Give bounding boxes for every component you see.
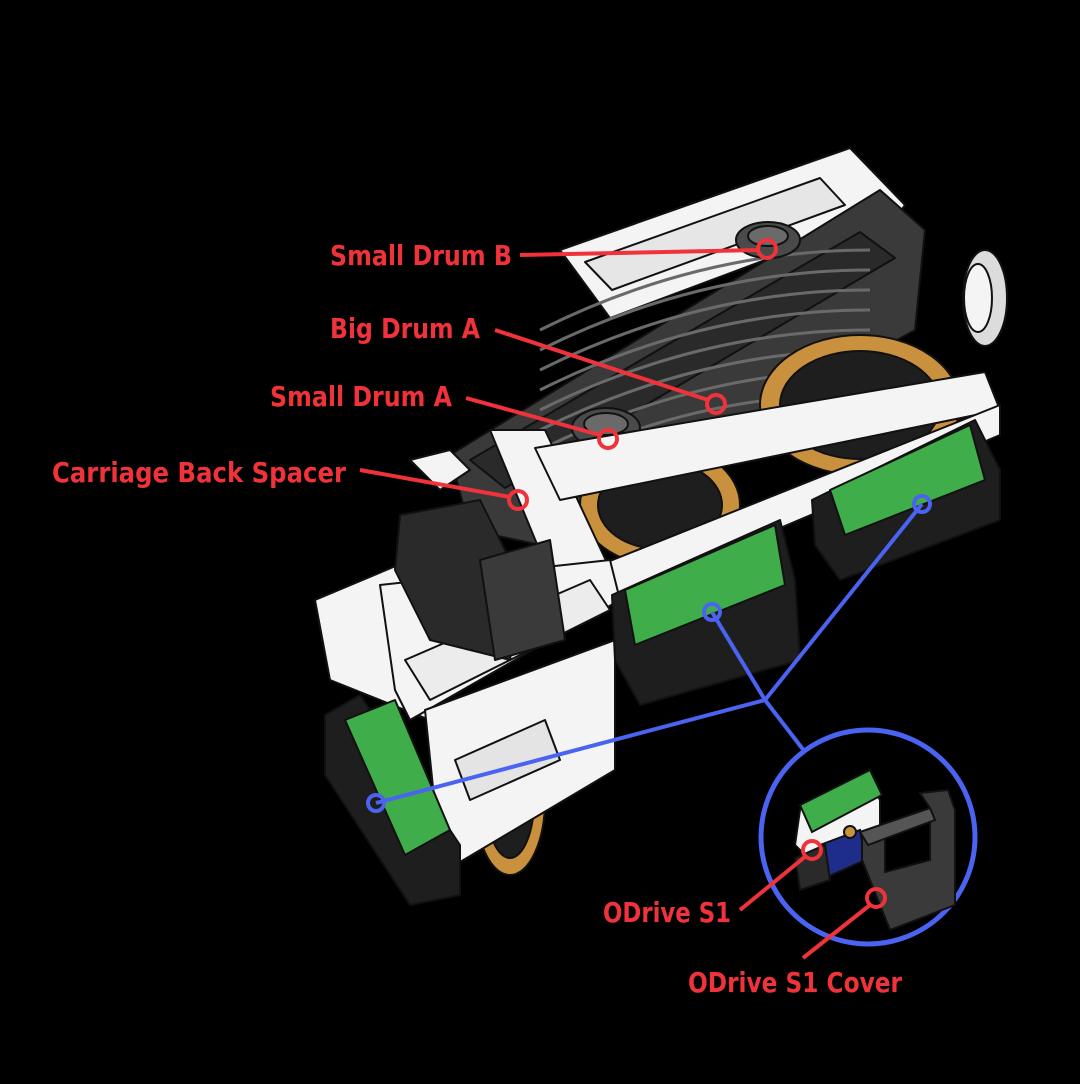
carriage-back-spacer-leader xyxy=(359,468,511,499)
part-labels: Small Drum B Big Drum A Small Drum A Car… xyxy=(52,238,902,999)
callout-dot-right xyxy=(912,494,932,514)
callout-dot-middle xyxy=(702,602,722,622)
label-carriage-back-spacer: Carriage Back Spacer xyxy=(52,456,529,511)
small-drum-a-marker xyxy=(597,428,619,450)
callout-leader-left xyxy=(375,698,766,805)
callout-leader-middle xyxy=(710,610,767,702)
left-motor-block xyxy=(394,499,566,661)
callout-leader-trunk xyxy=(763,698,807,754)
odrive-module-right xyxy=(811,419,1001,581)
label-small-drum-a: Small Drum A xyxy=(270,380,619,450)
small-drum-b-marker xyxy=(756,238,778,260)
small-drum-b-text: Small Drum B xyxy=(330,239,512,272)
small-drum-a-text: Small Drum A xyxy=(270,380,452,413)
carriage-back-spacer-text: Carriage Back Spacer xyxy=(52,456,346,489)
odrive-s1-cover-leader xyxy=(801,903,872,960)
label-small-drum-b: Small Drum B xyxy=(330,238,778,272)
carriage-back-spacer-marker xyxy=(507,489,529,511)
callout-leader-right xyxy=(763,502,924,702)
label-odrive-s1-cover: ODrive S1 Cover xyxy=(688,887,902,999)
small-drum-a-leader xyxy=(465,396,601,437)
big-drum-a-leader xyxy=(494,328,709,402)
big-drum-a-marker xyxy=(705,393,727,415)
big-drum-a-text: Big Drum A xyxy=(330,312,480,345)
small-drum-b-leader xyxy=(519,248,759,257)
callout-dot-left xyxy=(366,793,386,813)
odrive-s1-marker xyxy=(801,839,823,861)
right-end-disc xyxy=(962,249,1008,347)
odrive-s1-text: ODrive S1 xyxy=(603,896,731,929)
assembly-render xyxy=(314,147,1008,906)
label-odrive-s1: ODrive S1 xyxy=(603,839,823,929)
odrive-s1-cover-marker xyxy=(865,887,887,909)
left-end-bracket xyxy=(409,449,471,491)
odrive-s1-leader xyxy=(738,854,808,912)
label-big-drum-a: Big Drum A xyxy=(330,312,727,415)
odrive-s1-cover-text: ODrive S1 Cover xyxy=(688,966,902,999)
odrive-callout xyxy=(366,494,978,947)
